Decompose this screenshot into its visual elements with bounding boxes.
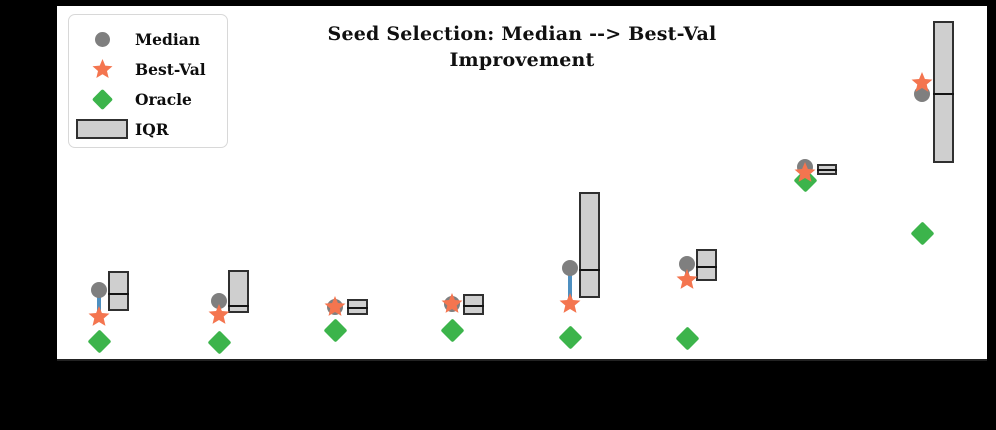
star-icon — [69, 58, 135, 80]
median-marker — [562, 260, 578, 276]
oracle-marker — [440, 318, 465, 343]
best-val-marker — [441, 293, 463, 320]
iqr-median-line — [817, 169, 837, 172]
legend-item-label: Best-Val — [135, 59, 206, 79]
iqr-median-line — [696, 266, 717, 269]
iqr-box — [696, 249, 717, 281]
chart-title-line-1: Seed Selection: Median --> Best-Val — [327, 23, 717, 45]
median-marker — [91, 282, 107, 298]
best-val-marker — [208, 304, 230, 331]
iqr-median-line — [108, 293, 129, 296]
best-val-marker — [324, 296, 346, 323]
iqr-box — [108, 271, 129, 311]
iqr-median-line — [579, 269, 600, 272]
oracle-marker — [910, 221, 935, 246]
legend-item-label: Oracle — [135, 89, 192, 109]
chart-title: Seed Selection: Median --> Best-Val Impr… — [57, 22, 987, 73]
circle-icon — [69, 31, 135, 47]
iqr-median-line — [228, 305, 249, 308]
iqr-box — [463, 294, 484, 315]
iqr-median-line — [347, 307, 368, 310]
chart-title-line-2: Improvement — [449, 48, 595, 71]
iqr-box — [228, 270, 249, 313]
legend-item-label: IQR — [135, 119, 169, 139]
best-val-marker — [676, 269, 698, 296]
legend-item-best-val[interactable]: Best-Val — [69, 54, 227, 84]
oracle-marker — [87, 329, 112, 354]
best-val-marker — [911, 72, 933, 99]
median-to-bestval-connector — [97, 290, 101, 317]
median-to-bestval-connector — [568, 268, 572, 304]
oracle-marker — [558, 325, 583, 350]
best-val-marker — [559, 293, 581, 320]
iqr-median-line — [933, 93, 954, 96]
diamond-icon — [69, 88, 135, 110]
median-marker — [211, 293, 227, 309]
iqr-box — [933, 21, 954, 163]
x-axis-line — [57, 359, 987, 361]
best-val-marker — [794, 162, 816, 189]
legend-item-oracle[interactable]: Oracle — [69, 84, 227, 114]
iqr-box-icon — [69, 119, 135, 139]
oracle-marker — [207, 330, 232, 355]
iqr-box — [579, 192, 600, 298]
legend-item-iqr[interactable]: IQR — [69, 114, 227, 144]
oracle-marker — [675, 326, 700, 351]
legend-item-label: Median — [135, 29, 201, 49]
best-val-marker — [88, 306, 110, 333]
median-marker — [679, 256, 695, 272]
legend-item-median[interactable]: Median — [69, 24, 227, 54]
iqr-median-line — [463, 305, 484, 308]
